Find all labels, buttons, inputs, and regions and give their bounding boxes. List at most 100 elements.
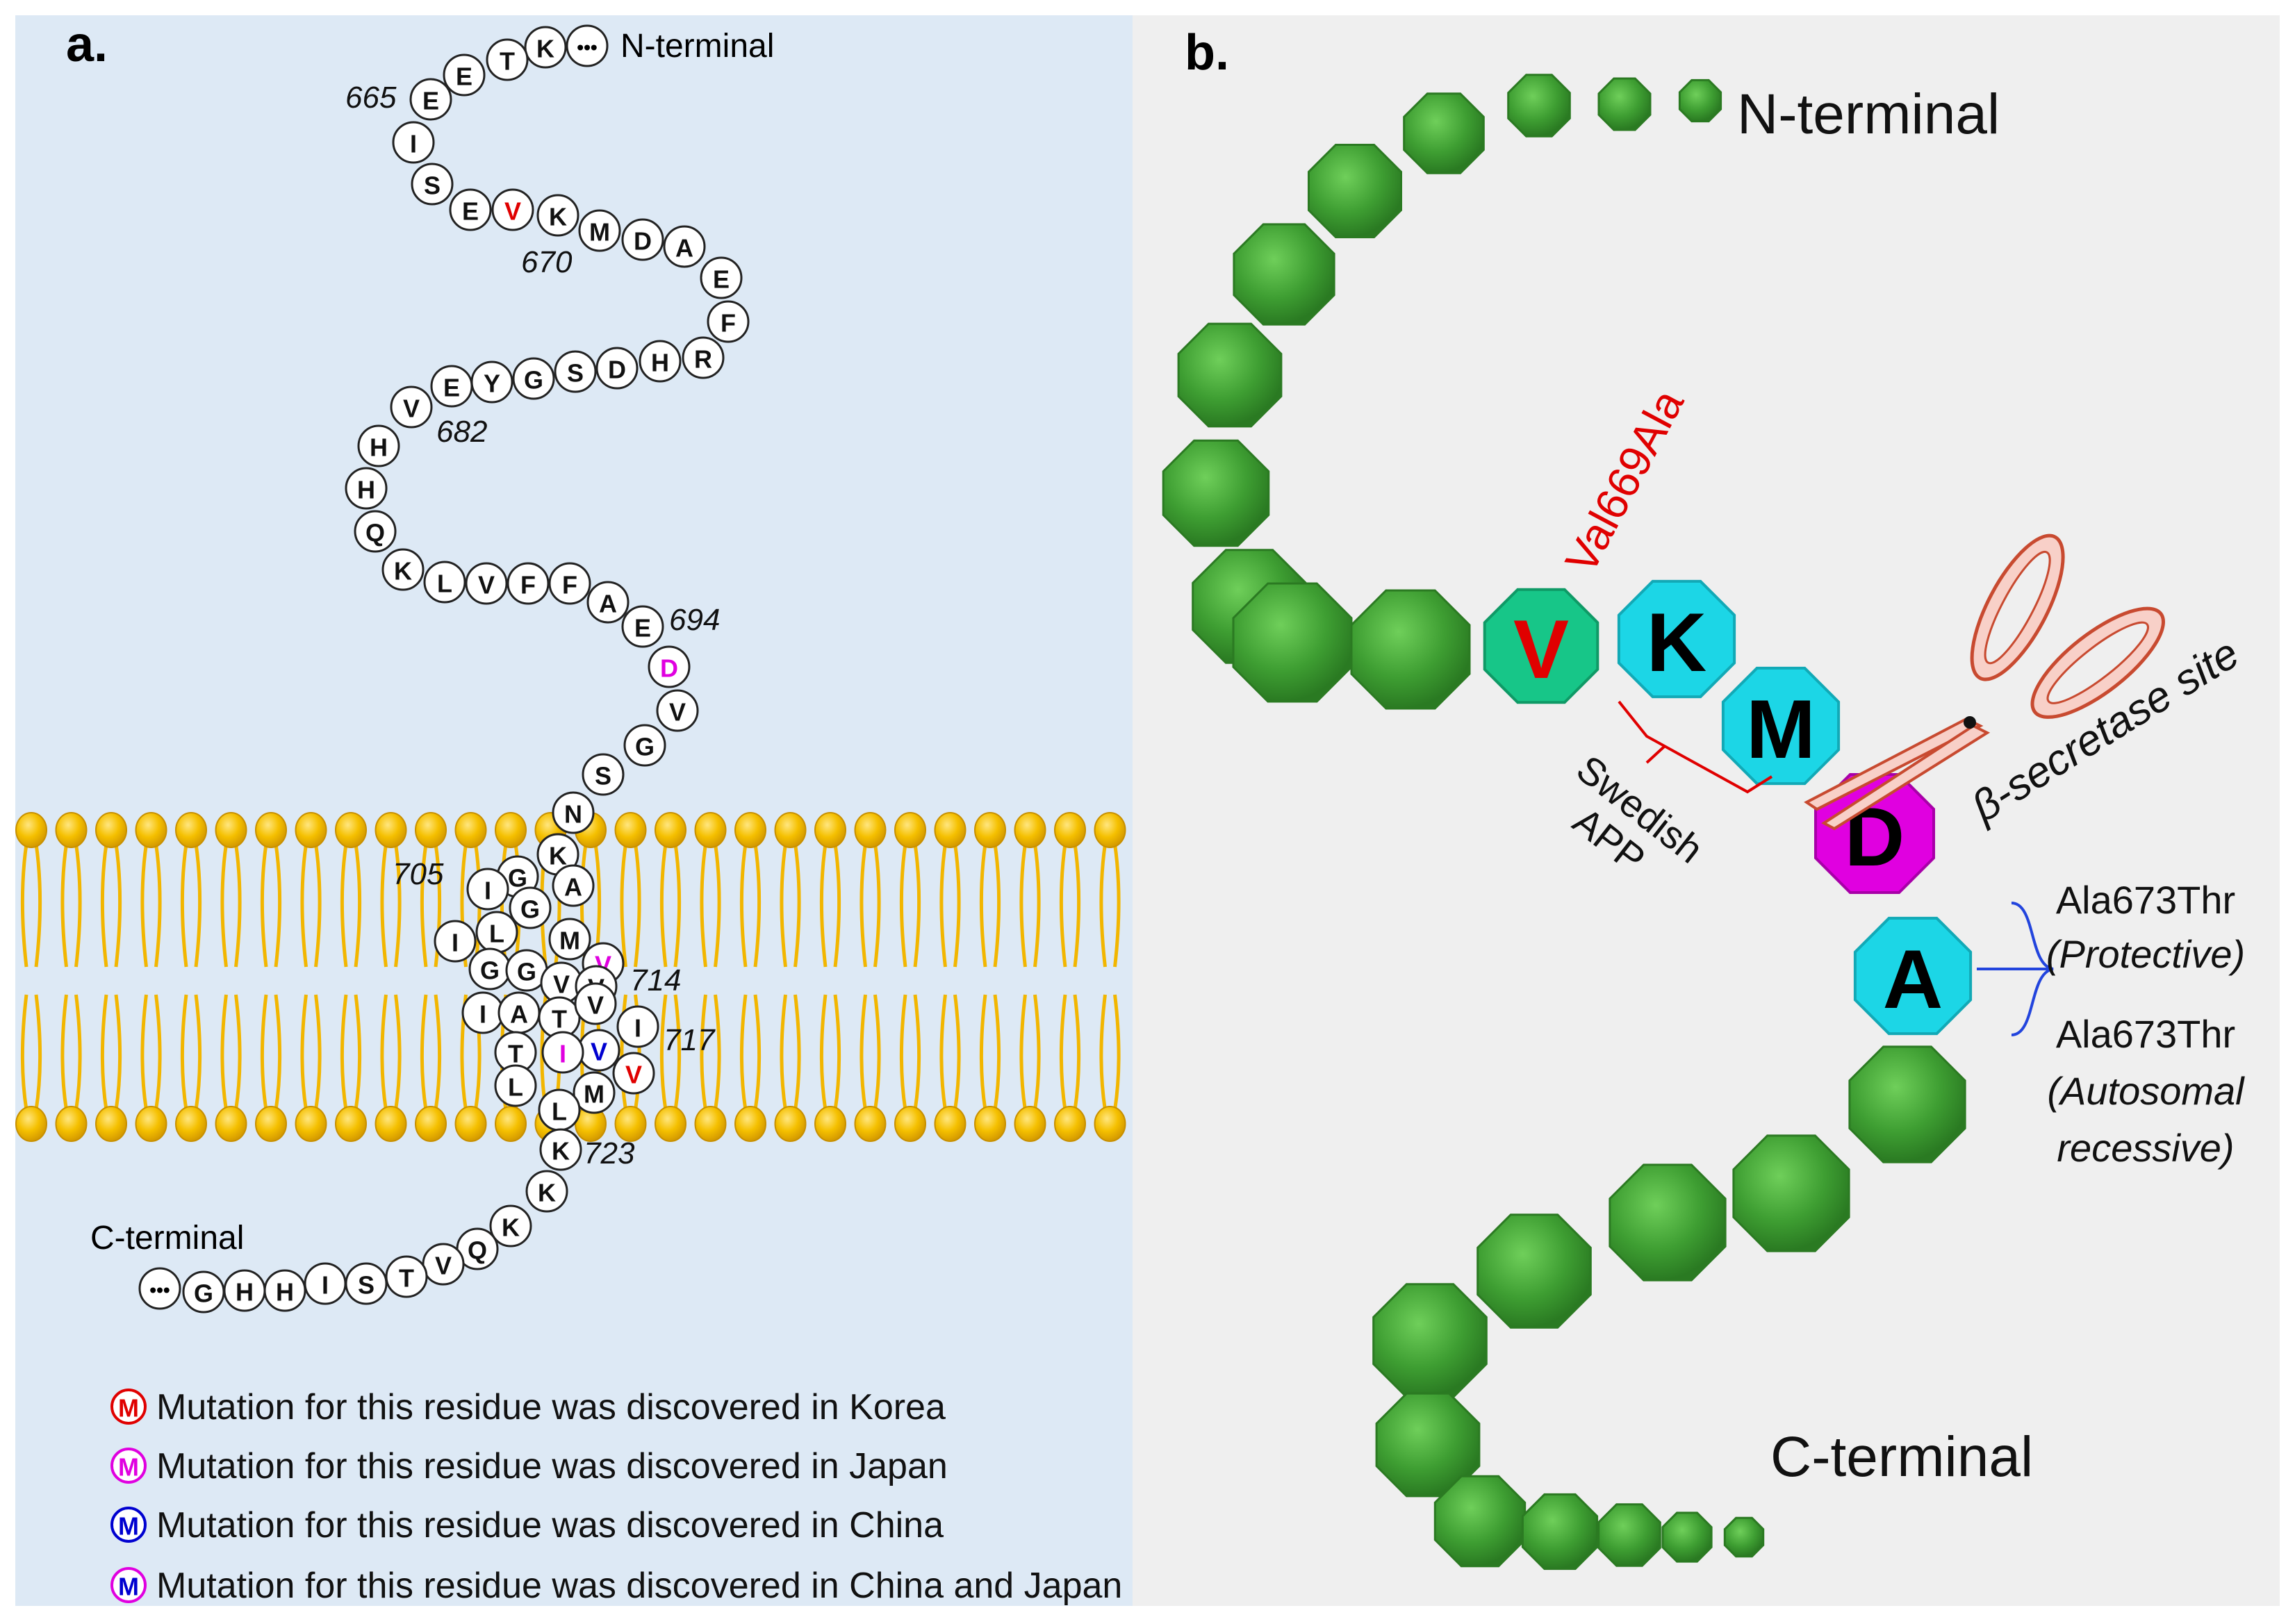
residue-letter: D xyxy=(660,654,678,683)
residue-letter: E xyxy=(713,265,730,294)
lipid-molecule xyxy=(979,843,1001,1111)
lipid-head-bottom xyxy=(1054,1106,1086,1142)
legend-japan-symbol: M xyxy=(118,1453,139,1482)
amino-acid-bead xyxy=(1597,1503,1661,1567)
lipid-head-bottom xyxy=(175,1106,207,1142)
residue-bead: M xyxy=(548,918,591,961)
lipid-head-top xyxy=(55,812,88,848)
residue-circle xyxy=(616,1005,659,1048)
residue-letter: S xyxy=(567,359,584,388)
residue-bead: S xyxy=(411,163,454,206)
legend-item-china-japan: M Mutation for this residue was discover… xyxy=(110,1566,1122,1606)
residue-letter: E xyxy=(634,614,651,643)
lipid-head-bottom xyxy=(774,1106,807,1142)
amino-acid-bead xyxy=(1372,1283,1488,1398)
residue-bead: Q xyxy=(354,510,397,553)
recessive-name: Ala673Thr xyxy=(2056,1012,2235,1056)
amino-acid-bead xyxy=(1350,589,1471,710)
residue-letter: G xyxy=(480,956,500,985)
residue-bead: G xyxy=(505,949,548,992)
amino-acid-bead xyxy=(1597,77,1652,131)
residue-letter: G xyxy=(194,1279,213,1308)
residue-K: K xyxy=(1617,579,1736,699)
residue-bead: L xyxy=(423,561,466,604)
amino-acid-bead xyxy=(1177,322,1283,428)
residue-bead: H xyxy=(223,1269,266,1312)
residue-circle xyxy=(486,38,529,81)
lipid-molecule xyxy=(300,843,322,1111)
residue-letter: A xyxy=(510,1000,528,1029)
amino-acid-bead xyxy=(1433,1475,1527,1568)
legend-japan-marker xyxy=(110,1448,147,1484)
lipid-head-top xyxy=(295,812,327,848)
amino-acid-bead xyxy=(1233,223,1335,326)
lipid-head-top xyxy=(734,812,766,848)
residue-letter: A xyxy=(564,873,582,902)
residue-number-682: 682 xyxy=(436,415,487,449)
residue-number-714: 714 xyxy=(630,963,681,997)
residue-circle xyxy=(345,467,388,510)
residue-bead: V xyxy=(574,982,617,1025)
recessive-note-line1: (Autosomal xyxy=(2047,1069,2245,1113)
residue-letter: F xyxy=(520,571,536,599)
panel-b-label: b. xyxy=(1185,25,1229,81)
residue-letter: G xyxy=(508,864,527,893)
residue-circle xyxy=(491,188,534,231)
residue-circle xyxy=(385,1255,428,1298)
lipid-head-top xyxy=(1094,812,1126,848)
residue-letter: A xyxy=(599,590,617,618)
lipid-head-top xyxy=(495,812,527,848)
lipid-molecule xyxy=(380,843,402,1111)
residue-circle xyxy=(392,121,435,164)
residue-letter: Y xyxy=(484,370,500,398)
residue-bead: S xyxy=(582,753,625,796)
lipid-head-bottom xyxy=(894,1106,926,1142)
lipid-head-bottom xyxy=(495,1106,527,1142)
residue-circle xyxy=(489,1204,532,1248)
residue-letter: H xyxy=(357,476,375,504)
lipid-head-bottom xyxy=(974,1106,1006,1142)
residue-letter: H xyxy=(651,349,669,377)
residue-bead: K xyxy=(524,26,567,69)
residue-bead: A xyxy=(586,581,630,624)
residue-bead: M xyxy=(578,209,621,252)
residue-A-letter: A xyxy=(1883,933,1943,1026)
n-terminal-ellipsis-bead xyxy=(566,24,609,67)
residue-number-723: 723 xyxy=(584,1136,635,1170)
lipid-molecule xyxy=(260,843,282,1111)
lipid-molecule xyxy=(20,843,42,1111)
residue-circle xyxy=(524,26,567,69)
lipid-head-bottom xyxy=(95,1106,127,1142)
lipid-head-top xyxy=(614,812,647,848)
residue-letter: L xyxy=(489,920,504,948)
amino-acid-bead xyxy=(1162,439,1270,547)
residue-circle xyxy=(423,561,466,604)
bead-chain-b xyxy=(1162,74,1966,1571)
residue-letter: T xyxy=(552,1005,567,1034)
legend-china-symbol: M xyxy=(118,1512,139,1541)
legend-china-japan-marker xyxy=(110,1567,147,1603)
residue-bead: T xyxy=(385,1255,428,1298)
residue-letter: E xyxy=(462,197,479,226)
legend-china-text: Mutation for this residue was discovered… xyxy=(156,1505,944,1546)
residue-letter: V xyxy=(587,991,604,1020)
residue-letter: H xyxy=(370,433,388,462)
residue-circle xyxy=(663,225,706,268)
residue-letter: N xyxy=(564,800,582,829)
residue-bead: I xyxy=(616,1005,659,1048)
residue-letter: K xyxy=(552,1137,570,1166)
lipid-head-top xyxy=(694,812,727,848)
residue-letter: A xyxy=(675,234,693,263)
residue-letter: V xyxy=(669,698,686,727)
residue-K-letter: K xyxy=(1647,596,1707,689)
residue-letter: Q xyxy=(365,519,385,547)
legend-korea-marker xyxy=(110,1389,147,1425)
residue-letter: R xyxy=(694,345,712,374)
residue-K-octagon xyxy=(1617,579,1736,699)
amino-acid-bead xyxy=(1232,582,1353,703)
residue-bead: V xyxy=(465,562,508,605)
lipid-head-top xyxy=(415,812,447,848)
residue-circle xyxy=(623,724,666,767)
residue-circle xyxy=(357,424,400,467)
lipid-head-bottom xyxy=(655,1106,686,1142)
